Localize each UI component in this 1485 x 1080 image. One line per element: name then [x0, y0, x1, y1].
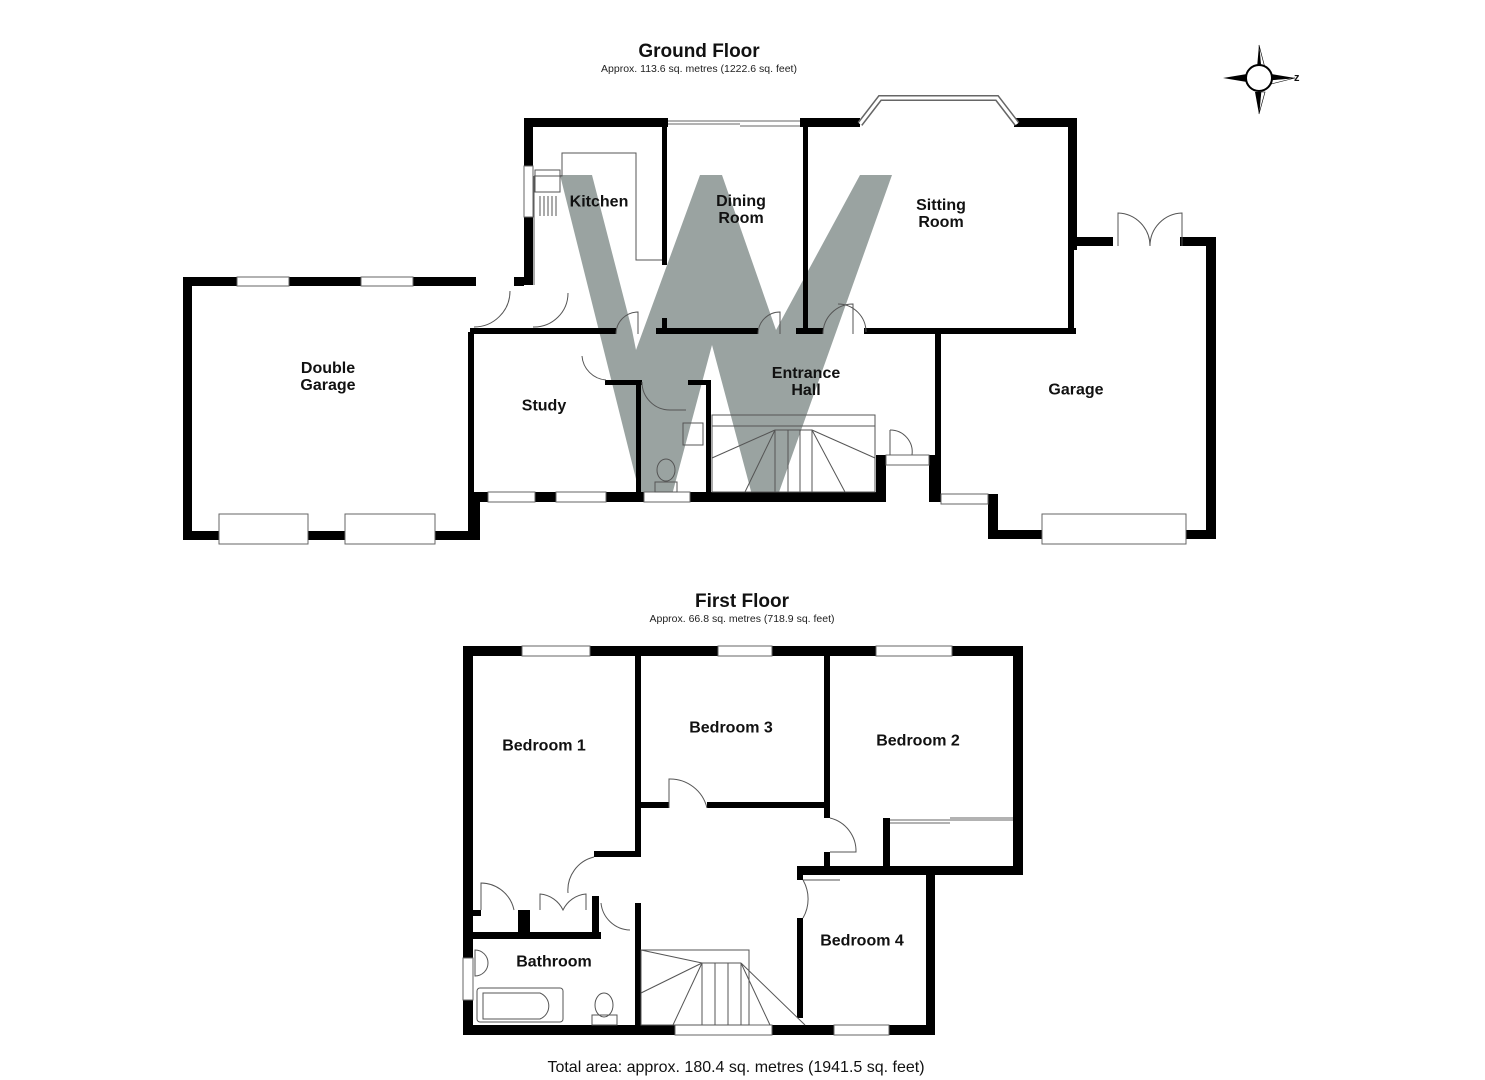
compass-direction-label: z [1294, 72, 1300, 84]
w-logo-watermark [560, 175, 892, 495]
first-floor-plan [462, 645, 1023, 1036]
ground-floor-plan [183, 95, 1216, 545]
room-label-bathroom: Bathroom [516, 953, 592, 971]
ground-floor-area: Approx. 113.6 sq. metres (1222.6 sq. fee… [601, 63, 797, 75]
room-label-study: Study [521, 397, 567, 415]
room-label-bedroom-4: Bedroom 4 [820, 932, 904, 950]
first-floor-area: Approx. 66.8 sq. metres (718.9 sq. feet) [649, 613, 835, 625]
ground-floor-title: Ground Floor [638, 41, 760, 62]
room-label-bedroom-3: Bedroom 3 [689, 719, 773, 737]
compass-rose-icon [1223, 44, 1296, 115]
first-floor-title: First Floor [695, 591, 789, 612]
room-label-entrance-hall: Entrance Hall [771, 365, 841, 399]
room-label-bedroom-1: Bedroom 1 [502, 737, 586, 755]
total-area: Total area: approx. 180.4 sq. metres (19… [547, 1059, 925, 1076]
room-label-sitting-room: Sitting Room [916, 197, 966, 231]
room-label-bedroom-2: Bedroom 2 [876, 732, 960, 750]
room-label-double-garage: Double Garage [300, 360, 356, 394]
room-label-kitchen: Kitchen [569, 193, 629, 211]
room-label-dining-room: Dining Room [716, 193, 766, 227]
room-label-garage: Garage [1048, 381, 1104, 399]
